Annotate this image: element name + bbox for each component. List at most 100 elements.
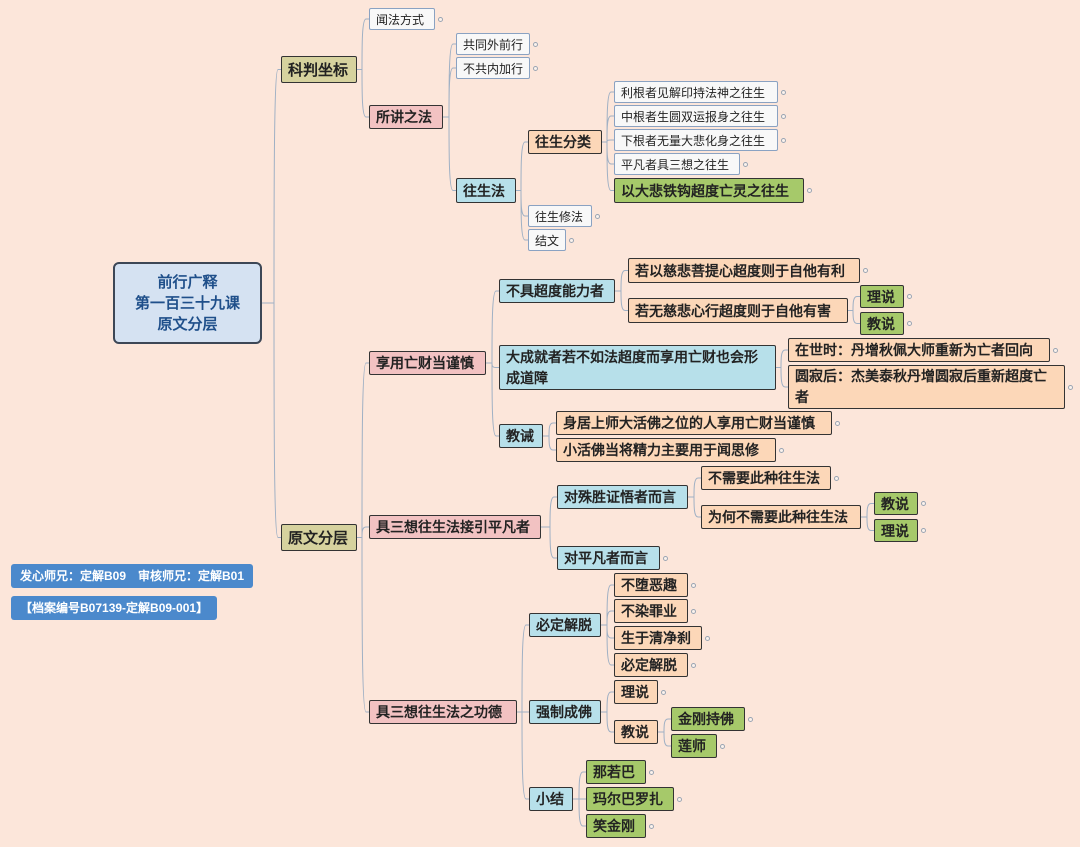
topic-lianshi[interactable]: 莲师 [671, 734, 717, 758]
topic-biding-2[interactable]: 必定解脱 [614, 653, 688, 677]
expand-dot-icon[interactable] [569, 237, 574, 243]
expand-dot-icon[interactable] [691, 582, 696, 588]
topic-gongtong[interactable]: 共同外前行 [456, 33, 530, 55]
expand-dot-icon[interactable] [907, 294, 912, 299]
expand-dot-icon[interactable] [720, 743, 725, 749]
topic-jiaoshuo-3[interactable]: 教说 [614, 720, 658, 744]
expand-dot-icon[interactable] [691, 608, 696, 614]
topic-xiangyong[interactable]: 享用亡财当谨慎 [369, 351, 486, 375]
topic-xiaojie[interactable]: 小结 [529, 787, 573, 811]
topic-maer[interactable]: 玛尔巴罗扎 [586, 787, 674, 811]
connector-dacheng [776, 349, 788, 388]
topic-wangshengfa[interactable]: 往生法 [456, 178, 516, 203]
expand-dot-icon[interactable] [807, 188, 812, 193]
expand-dot-icon[interactable] [649, 823, 654, 829]
topic-xiaojg[interactable]: 笑金刚 [586, 814, 646, 838]
topic-yuanji[interactable]: 圆寂后：杰美泰秋丹增圆寂后重新超度亡者 [788, 365, 1065, 409]
topic-xiagen[interactable]: 下根者无量大悲化身之往生 [614, 129, 778, 151]
topic-dui-ping[interactable]: 对平凡者而言 [557, 546, 660, 570]
topic-zhonggen[interactable]: 中根者生圆双运报身之往生 [614, 105, 778, 127]
connector-buju [615, 270, 628, 311]
expand-dot-icon[interactable] [661, 689, 666, 695]
topic-zaishi[interactable]: 在世时：丹增秋佩大师重新为亡者回向 [788, 338, 1050, 362]
topic-buran[interactable]: 不染罪业 [614, 599, 688, 623]
topic-jingang[interactable]: 金刚持佛 [671, 707, 745, 731]
topic-jusan[interactable]: 具三想往生法接引平凡者 [369, 515, 541, 539]
expand-dot-icon[interactable] [649, 769, 654, 775]
expand-dot-icon[interactable] [748, 716, 753, 722]
topic-shengyu[interactable]: 生于清净刹 [614, 626, 702, 650]
expand-dot-icon[interactable] [595, 213, 600, 219]
expand-dot-icon[interactable] [533, 65, 538, 71]
expand-dot-icon[interactable] [781, 137, 786, 143]
expand-dot-icon[interactable] [863, 268, 868, 273]
topic-dabei[interactable]: 以大悲铁钩超度亡灵之往生 [614, 178, 804, 203]
expand-dot-icon[interactable] [1068, 384, 1073, 390]
topic-jiaoshuo-1[interactable]: 教说 [860, 312, 904, 335]
topic-buxuyao[interactable]: 不需要此种往生法 [701, 466, 831, 490]
expand-dot-icon[interactable] [779, 447, 784, 453]
expand-dot-icon[interactable] [663, 555, 668, 561]
topic-ruowu[interactable]: 若无慈悲心行超度则于自他有害 [628, 298, 848, 323]
topic-weihe[interactable]: 为何不需要此种往生法 [701, 505, 861, 529]
connector-xiaojie [573, 771, 586, 827]
topic-shenju[interactable]: 身居上师大活佛之位的人享用亡财当谨慎 [556, 411, 832, 435]
expand-dot-icon[interactable] [705, 635, 710, 641]
connector-suojiang [443, 43, 456, 191]
topic-dui-shu[interactable]: 对殊胜证悟者而言 [557, 485, 688, 509]
connector-biding [601, 584, 614, 666]
expand-dot-icon[interactable] [834, 475, 839, 481]
connector-root [262, 69, 281, 538]
expand-dot-icon[interactable] [781, 89, 786, 95]
topic-yuanwen[interactable]: 原文分层 [281, 524, 357, 551]
topic-naruoba[interactable]: 那若巴 [586, 760, 646, 784]
topic-jiaoshuo-2[interactable]: 教说 [874, 492, 918, 515]
expand-dot-icon[interactable] [921, 501, 926, 506]
topic-qiangzhi[interactable]: 强制成佛 [529, 700, 601, 724]
volunteer-info-badge: 发心师兄：定解B09 审核师兄：定解B01 [11, 564, 254, 588]
connector-jiaoshuo3 [658, 718, 671, 747]
connector-gongde [517, 624, 529, 800]
topic-pingfan[interactable]: 平凡者具三想之往生 [614, 153, 740, 175]
topic-wenfa[interactable]: 闻法方式 [369, 8, 435, 30]
topic-lishuo-2[interactable]: 理说 [874, 519, 918, 542]
expand-dot-icon[interactable] [1053, 347, 1058, 353]
connector-kepan [357, 18, 369, 118]
topic-buduo[interactable]: 不堕恶趣 [614, 573, 688, 597]
topic-buju[interactable]: 不具超度能力者 [499, 279, 615, 303]
topic-jiaojie[interactable]: 教诫 [499, 424, 543, 448]
connector-xiangyong [486, 290, 499, 437]
expand-dot-icon[interactable] [907, 321, 912, 326]
root-topic[interactable]: 前行广释 第一百三十九课 原文分层 [113, 262, 262, 344]
topic-lishuo-1[interactable]: 理说 [860, 285, 904, 308]
expand-dot-icon[interactable] [691, 662, 696, 668]
topic-xiufa[interactable]: 往生修法 [528, 205, 592, 227]
connector-fenlei [602, 91, 614, 191]
topic-gongde[interactable]: 具三想往生法之功德 [369, 700, 517, 724]
topic-ruoci[interactable]: 若以慈悲菩提心超度则于自他有利 [628, 258, 860, 283]
expand-dot-icon[interactable] [743, 161, 748, 167]
connector-wangshengfa [516, 141, 528, 241]
connector-yuanwen [357, 362, 369, 713]
connector-dui_shu [688, 477, 701, 518]
expand-dot-icon[interactable] [438, 16, 443, 22]
expand-dot-icon[interactable] [533, 41, 538, 47]
topic-xiaohuo[interactable]: 小活佛当将精力主要用于闻思修 [556, 438, 776, 462]
topic-dacheng[interactable]: 大成就者若不如法超度而享用亡财也会形成道障 [499, 345, 776, 390]
topic-jiewen[interactable]: 结文 [528, 229, 566, 251]
connector-jusan [541, 496, 557, 559]
topic-bugong[interactable]: 不共内加行 [456, 57, 530, 79]
archive-number-badge: 【档案编号B07139-定解B09-001】 [11, 596, 218, 620]
topic-lishuo-3[interactable]: 理说 [614, 680, 658, 704]
topic-biding[interactable]: 必定解脱 [529, 613, 601, 637]
expand-dot-icon[interactable] [921, 528, 926, 533]
topic-kepan[interactable]: 科判坐标 [281, 56, 357, 83]
topic-fenlei[interactable]: 往生分类 [528, 130, 602, 154]
expand-dot-icon[interactable] [835, 420, 840, 426]
expand-dot-icon[interactable] [781, 113, 786, 119]
connector-ruowu [848, 296, 860, 324]
topic-suojiang[interactable]: 所讲之法 [369, 105, 443, 129]
expand-dot-icon[interactable] [677, 796, 682, 802]
topic-ligen[interactable]: 利根者见解印持法神之往生 [614, 81, 778, 103]
